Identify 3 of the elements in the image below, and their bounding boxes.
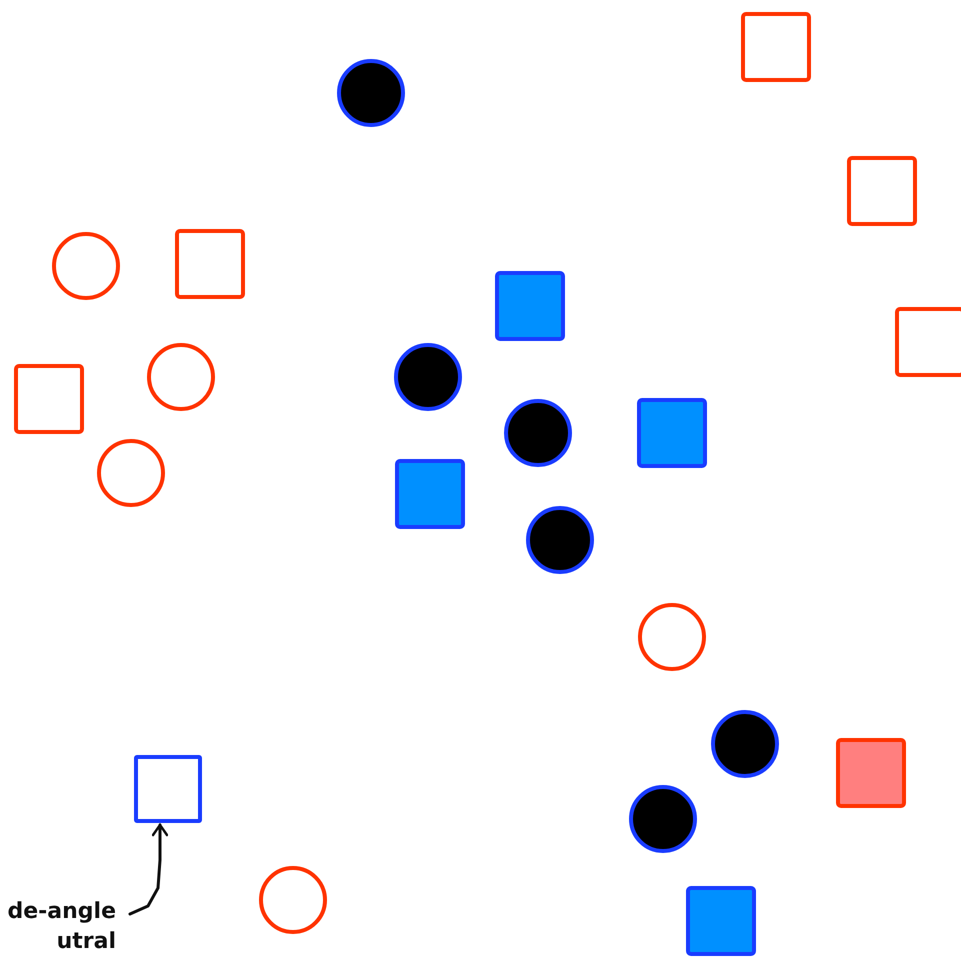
hollow-square-marker [134, 755, 202, 823]
leader-arrow [128, 824, 168, 916]
callout-text: de-angle utral [6, 898, 116, 956]
